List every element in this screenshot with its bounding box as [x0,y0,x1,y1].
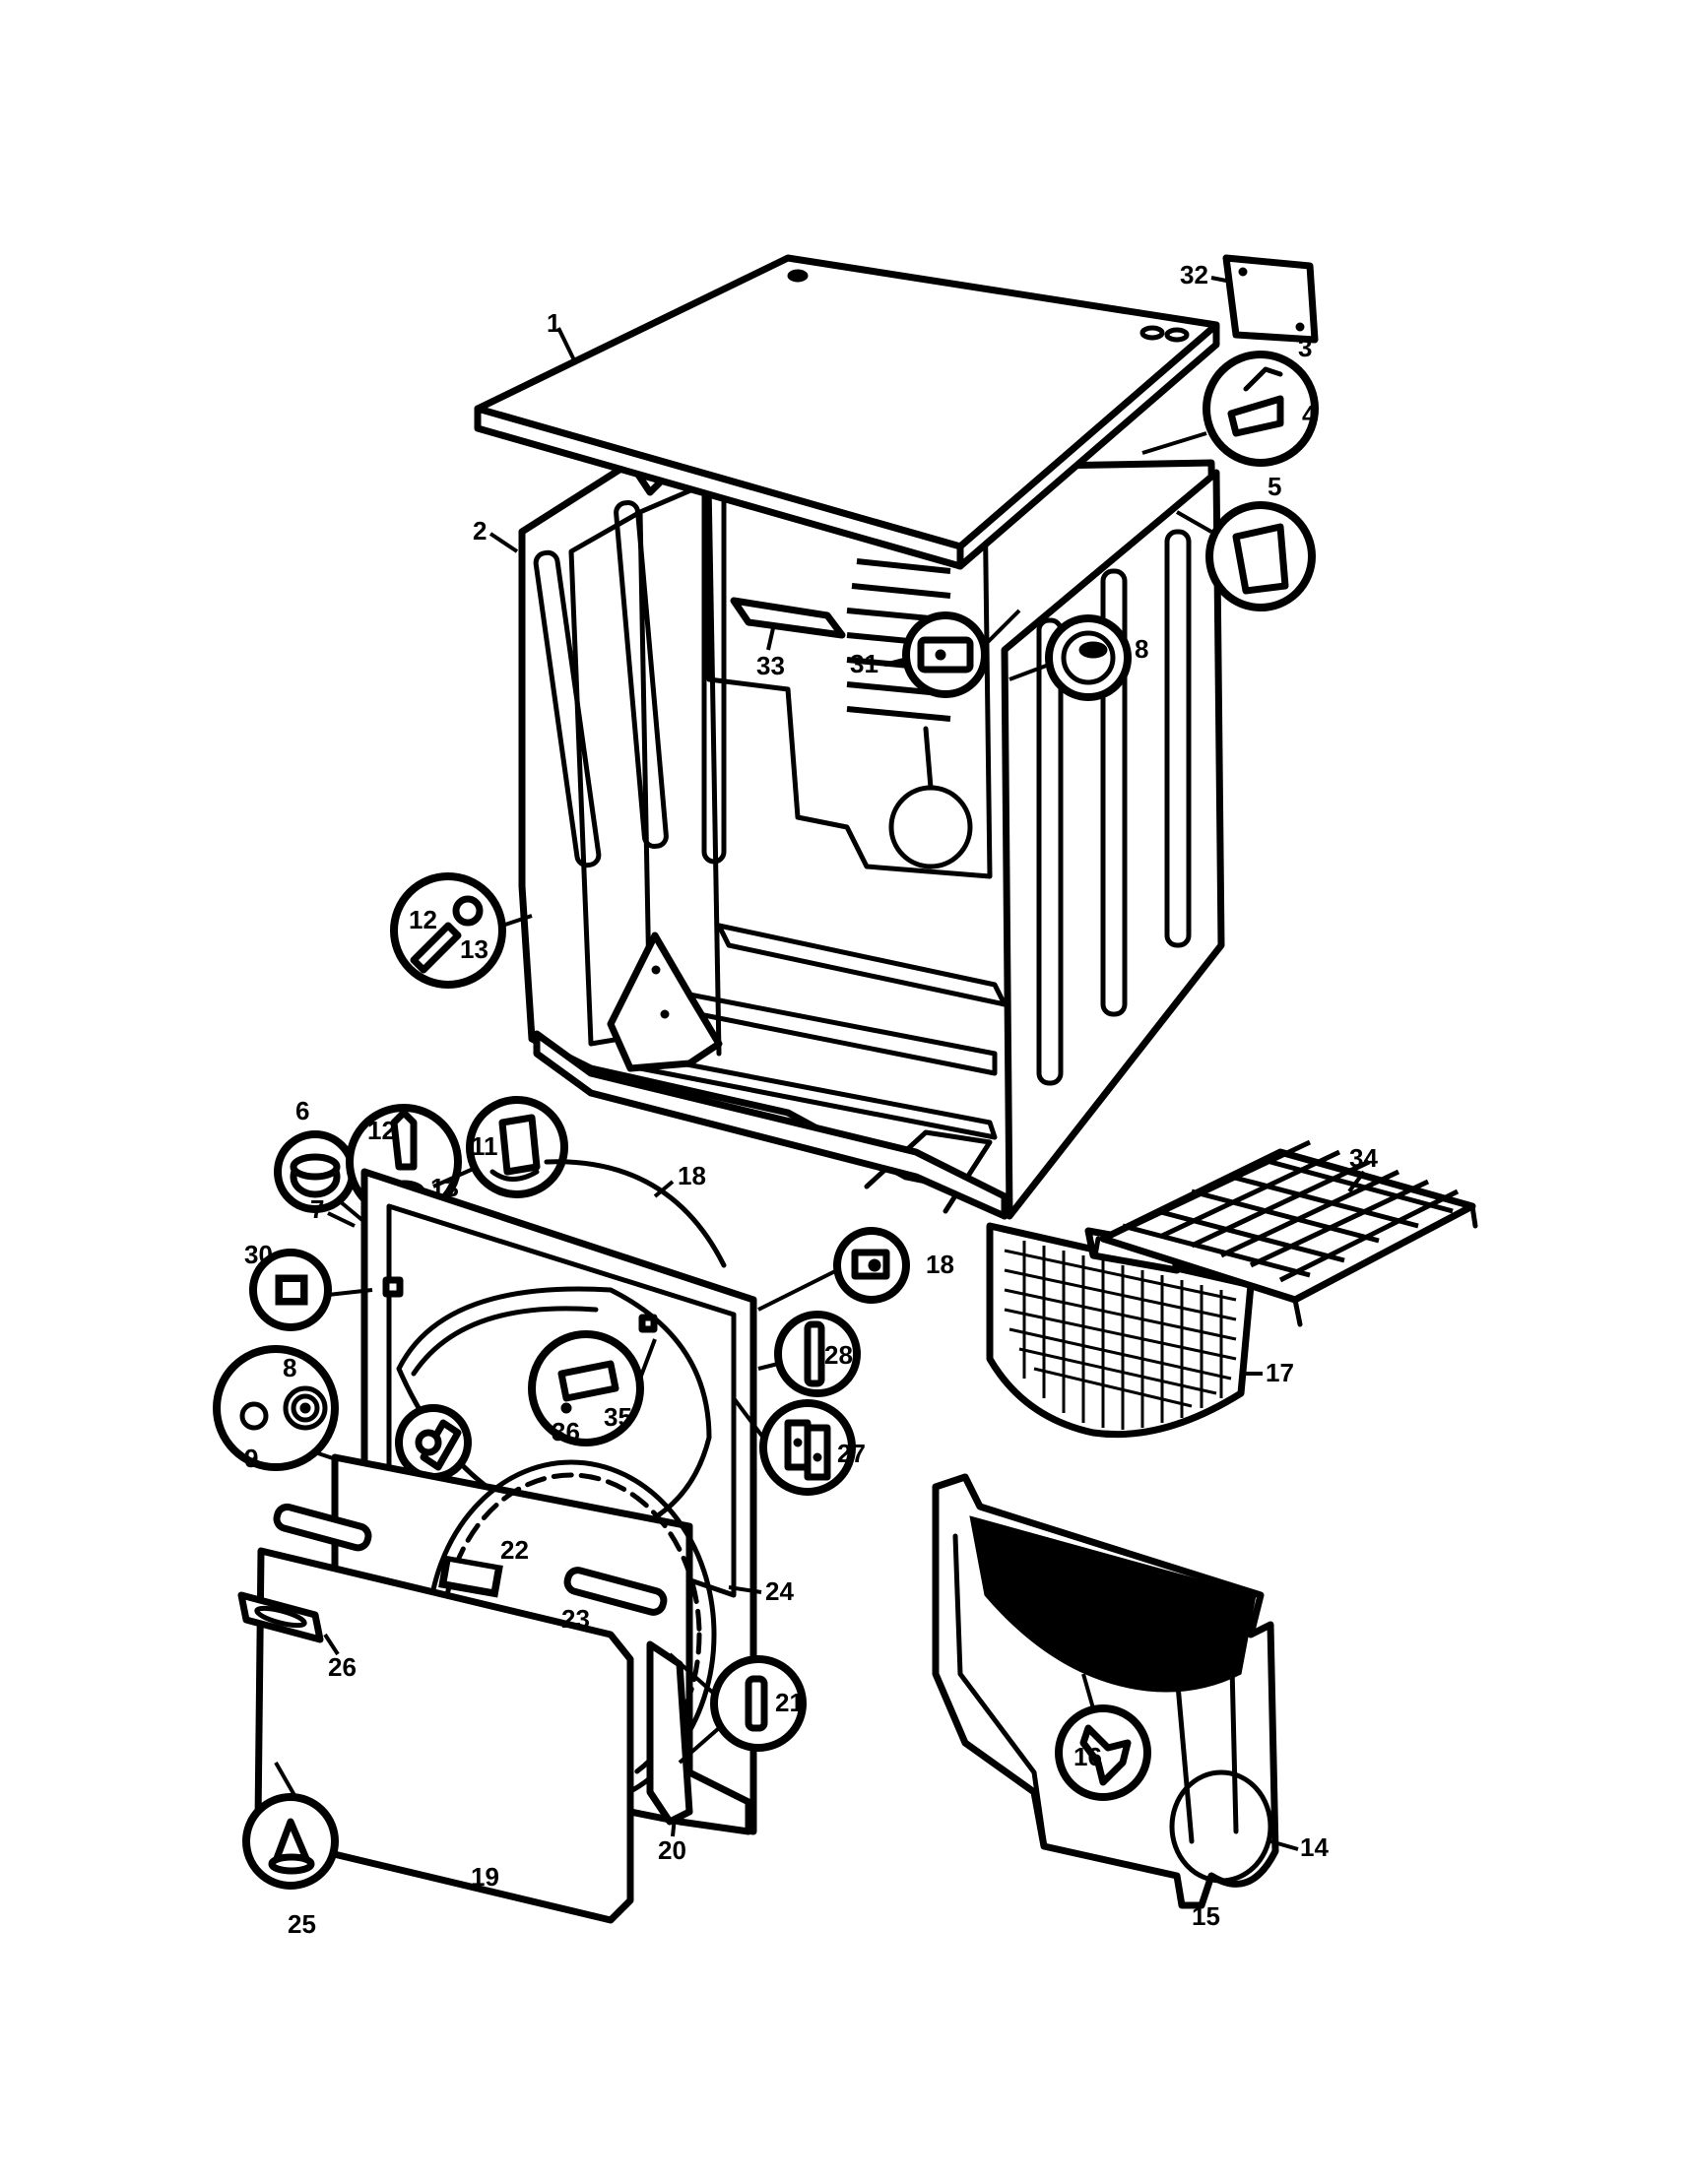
label-13-upper: 13 [460,934,488,964]
label-31: 31 [850,649,878,678]
callout-3-4 [1141,351,1319,467]
label-3: 3 [1298,333,1312,362]
label-35: 35 [604,1402,632,1432]
label-30: 30 [244,1240,273,1269]
callout-28 [757,1311,861,1397]
label-11: 11 [471,1131,498,1161]
label-5: 5 [1268,472,1281,501]
label-9: 9 [244,1444,258,1473]
callout-11 [432,1096,568,1198]
callout-30 [249,1249,373,1331]
callout-16 [1055,1673,1151,1801]
label-2: 2 [473,516,487,546]
callout-25 [242,1762,339,1890]
label-32: 32 [1180,260,1208,289]
callout-27 [732,1396,856,1496]
label-4: 4 [1302,400,1317,429]
label-12-upper: 12 [409,905,437,934]
label-24: 24 [765,1576,794,1606]
label-26: 26 [328,1652,357,1682]
label-21: 21 [775,1688,804,1717]
label-18-right: 18 [926,1250,954,1279]
callout-8-9 [213,1345,360,1471]
label-28: 28 [824,1340,853,1370]
cabinet [518,459,1225,1220]
callout-21 [668,1652,807,1765]
label-6: 6 [295,1096,309,1125]
exhaust-duct [932,1473,1279,1909]
part-labels: 1 2 3 4 5 32 33 31 8 12 13 6 12 13 11 7 … [244,260,1378,1939]
callout-18-right [757,1227,910,1312]
label-19: 19 [471,1862,499,1892]
label-7: 7 [310,1194,324,1224]
label-16: 16 [1073,1742,1102,1771]
callout-35-36 [528,1330,657,1446]
label-34: 34 [1349,1143,1378,1173]
callout-5 [1176,501,1316,611]
label-8-left: 8 [283,1353,296,1382]
label-33: 33 [756,651,785,680]
label-23: 23 [561,1604,590,1634]
bracket-33 [730,597,846,639]
label-15: 15 [1192,1901,1220,1931]
label-1: 1 [547,308,560,338]
label-36: 36 [552,1417,580,1446]
label-22: 22 [500,1535,529,1565]
label-27: 27 [837,1439,866,1468]
label-18-top: 18 [678,1161,706,1190]
label-12-lower: 12 [367,1116,396,1145]
control-bracket-32 [1222,254,1319,344]
label-17: 17 [1266,1358,1294,1387]
label-14: 14 [1300,1832,1329,1862]
callout-6 [274,1130,371,1228]
label-25: 25 [288,1909,316,1939]
drying-rack [1092,1139,1478,1327]
label-13-lower: 13 [430,1173,459,1202]
callout-8 [1008,614,1132,701]
door-assembly [237,1453,752,1924]
label-8-top: 8 [1135,634,1148,664]
callout-12-13-upper [390,872,533,989]
callout-31 [902,609,1021,698]
label-20: 20 [658,1835,686,1865]
